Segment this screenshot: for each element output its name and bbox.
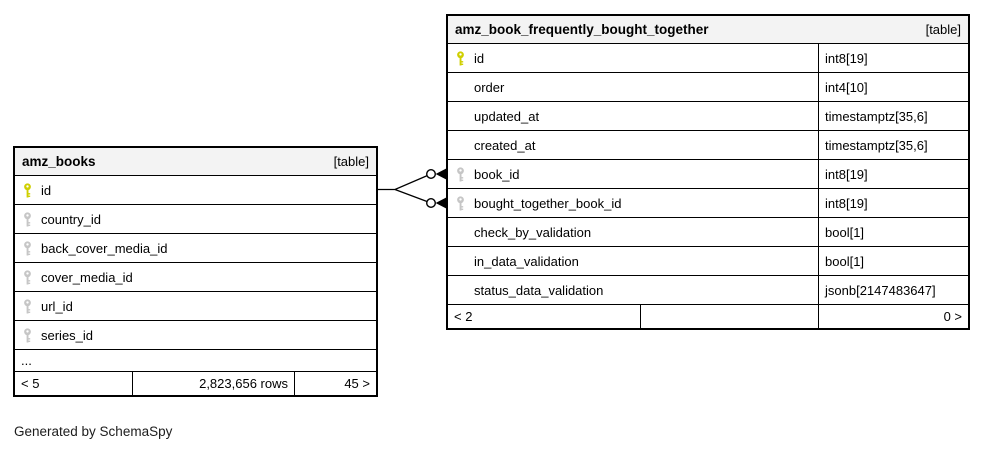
column-type: bool[1]: [818, 218, 968, 246]
column-type: bool[1]: [818, 247, 968, 275]
table-badge: [table]: [925, 22, 961, 37]
generator-credit: Generated by SchemaSpy: [14, 424, 173, 439]
fk-arrowhead-bought-together-book-id: [435, 197, 446, 209]
column-name: country_id: [41, 211, 101, 227]
foreign-key-icon: [22, 240, 33, 256]
foreign-key-icon: [22, 327, 33, 343]
primary-key-icon: [455, 50, 466, 66]
primary-key-icon: [22, 182, 33, 198]
nullable-dot-bought-together-book-id: [426, 198, 437, 209]
column-name: order: [474, 79, 505, 95]
column-name: bought_together_book_id: [474, 195, 622, 211]
column-type: int4[10]: [818, 73, 968, 101]
column-row-id: id: [15, 175, 376, 204]
footer-row-count: 2,823,656 rows: [132, 372, 294, 395]
column-row-updated-at: updated_at timestamptz[35,6]: [448, 101, 968, 130]
column-row-status-data-validation: status_data_validation jsonb[2147483647]: [448, 275, 968, 304]
column-row-id: id int8[19]: [448, 43, 968, 72]
column-type: int8[19]: [818, 44, 968, 72]
column-type: timestamptz[35,6]: [818, 131, 968, 159]
footer-parents-count: < 2: [454, 309, 473, 324]
column-name: back_cover_media_id: [41, 240, 168, 256]
column-row-cover-media-id: cover_media_id: [15, 262, 376, 291]
foreign-key-icon: [22, 269, 33, 285]
table-footer-fbt: < 2 0 >: [448, 304, 968, 328]
column-name: book_id: [474, 166, 520, 182]
column-type: int8[19]: [818, 189, 968, 217]
column-type: timestamptz[35,6]: [818, 102, 968, 130]
key-slot-empty: [455, 138, 466, 153]
fk-arrowhead-book-id: [435, 168, 446, 180]
key-slot-empty: [455, 109, 466, 124]
column-name: series_id: [41, 327, 94, 343]
column-row-series-id: series_id: [15, 320, 376, 349]
nullable-dot-book-id: [426, 168, 437, 180]
column-row-country-id: country_id: [15, 204, 376, 233]
column-name: cover_media_id: [41, 269, 133, 285]
column-name: status_data_validation: [474, 282, 604, 298]
column-row-order: order int4[10]: [448, 72, 968, 101]
foreign-key-icon: [22, 298, 33, 314]
key-slot-empty: [455, 225, 466, 240]
hidden-columns-ellipsis: ...: [15, 349, 376, 371]
foreign-key-icon: [455, 166, 466, 182]
table-title-amz-books[interactable]: amz_books: [22, 154, 96, 169]
column-name: updated_at: [474, 108, 540, 124]
footer-parents-count: < 5: [21, 376, 40, 391]
table-badge: [table]: [333, 154, 369, 169]
column-row-back-cover-media-id: back_cover_media_id: [15, 233, 376, 262]
column-type: jsonb[2147483647]: [818, 276, 968, 304]
column-row-created-at: created_at timestamptz[35,6]: [448, 130, 968, 159]
column-name: check_by_validation: [474, 224, 592, 240]
column-name: url_id: [41, 298, 73, 314]
table-footer-amz-books: < 5 2,823,656 rows 45 >: [15, 371, 376, 395]
footer-children-count: 45 >: [294, 372, 376, 395]
table-header-amz-books: amz_books [table]: [15, 148, 376, 175]
foreign-key-icon: [455, 195, 466, 211]
key-slot-empty: [455, 283, 466, 298]
column-name: id: [41, 182, 52, 198]
column-row-book-id: book_id int8[19]: [448, 159, 968, 188]
key-slot-empty: [455, 80, 466, 95]
key-slot-empty: [455, 254, 466, 269]
column-row-check-by-validation: check_by_validation bool[1]: [448, 217, 968, 246]
foreign-key-icon: [22, 211, 33, 227]
table-title-fbt[interactable]: amz_book_frequently_bought_together: [455, 22, 709, 37]
table-amz-book-frequently-bought-together: amz_book_frequently_bought_together [tab…: [446, 14, 970, 330]
column-row-url-id: url_id: [15, 291, 376, 320]
table-amz-books: amz_books [table] id country_id back_cov…: [13, 146, 378, 397]
column-name: id: [474, 50, 485, 66]
relationship-connector: [378, 168, 446, 209]
column-type: int8[19]: [818, 160, 968, 188]
column-row-in-data-validation: in_data_validation bool[1]: [448, 246, 968, 275]
table-header-fbt: amz_book_frequently_bought_together [tab…: [448, 16, 968, 43]
column-name: created_at: [474, 137, 536, 153]
footer-children-count: 0 >: [818, 305, 968, 328]
footer-row-count: [640, 305, 818, 328]
column-row-bought-together-book-id: bought_together_book_id int8[19]: [448, 188, 968, 217]
column-name: in_data_validation: [474, 253, 579, 269]
